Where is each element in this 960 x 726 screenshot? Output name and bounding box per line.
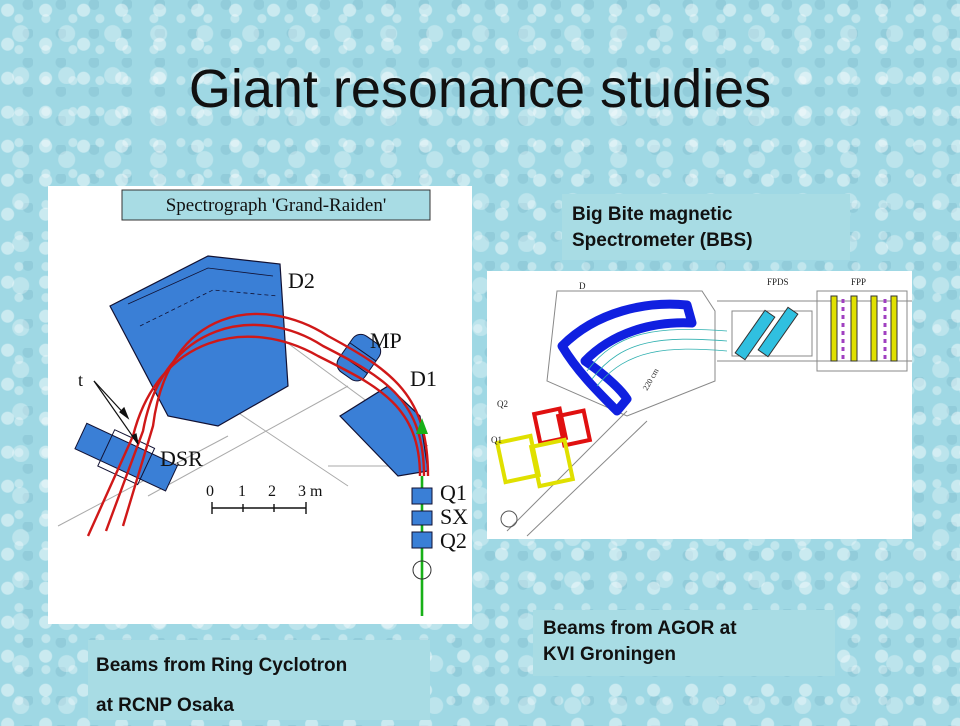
agor-caption: Beams from AGOR at KVI Groningen (533, 610, 835, 676)
bbs-caption-line2: Spectrometer (BBS) (572, 229, 753, 251)
bbs-label-radius: 220 cm (641, 366, 661, 392)
bbs-diagram: D FPDS FPP Q2 Q1 220 cm (487, 271, 912, 539)
label-mp: MP (370, 328, 402, 353)
bbs-label-d: D (579, 281, 586, 291)
figure-header: Spectrograph 'Grand-Raiden' (166, 195, 387, 216)
label-q1: Q1 (440, 480, 467, 505)
beamline-quads (411, 487, 433, 549)
label-dsr: DSR (160, 446, 203, 471)
scale-2: 2 (268, 483, 276, 500)
label-sx: SX (440, 504, 468, 529)
bbs-frame (506, 290, 912, 537)
grand-raiden-drawing: Spectrograph 'Grand-Raiden' (57, 189, 468, 616)
agor-caption-line1: Beams from AGOR at (543, 618, 737, 639)
bbs-label-q1: Q1 (491, 435, 502, 445)
agor-caption-line2: KVI Groningen (543, 643, 676, 665)
figure-header-box (121, 189, 431, 221)
label-d1: D1 (410, 366, 437, 391)
bbs-dipole (557, 299, 697, 416)
scale-3: 3 m (298, 483, 323, 500)
d1-magnet (339, 385, 429, 477)
bbs-caption-line1: Big Bite magnetic (572, 204, 733, 225)
scale-bar (211, 502, 307, 514)
bbs-detectors (734, 295, 898, 362)
rcnp-caption: Beams from Ring Cyclotron at RCNP Osaka (88, 640, 430, 720)
scale-0: 0 (206, 483, 214, 500)
beam-trajectories (86, 312, 430, 537)
bbs-label-q2: Q2 (497, 399, 508, 409)
bbs-quads (494, 406, 593, 489)
bbs-caption: Big Bite magnetic Spectrometer (BBS) (562, 194, 850, 260)
label-t: t (78, 370, 83, 390)
scale-1: 1 (238, 483, 246, 500)
grand-raiden-diagram: Spectrograph 'Grand-Raiden' (48, 186, 472, 624)
beam-arrow-head (416, 418, 428, 434)
beam-target-circle (412, 560, 432, 580)
target-arrows (93, 380, 139, 445)
bbs-label-fpds: FPDS (767, 277, 789, 287)
bbs-target-circle (500, 510, 518, 528)
bbs-drawing: D FPDS FPP Q2 Q1 220 cm (491, 277, 912, 537)
rcnp-caption-line1: Beams from Ring Cyclotron (96, 655, 348, 676)
rcnp-caption-line2: at RCNP Osaka (96, 695, 234, 716)
label-q2: Q2 (440, 528, 467, 553)
label-d2: D2 (288, 268, 315, 293)
bbs-label-fpp: FPP (851, 277, 866, 287)
slide-title: Giant resonance studies (188, 59, 772, 119)
bbs-trajectories (586, 329, 728, 387)
